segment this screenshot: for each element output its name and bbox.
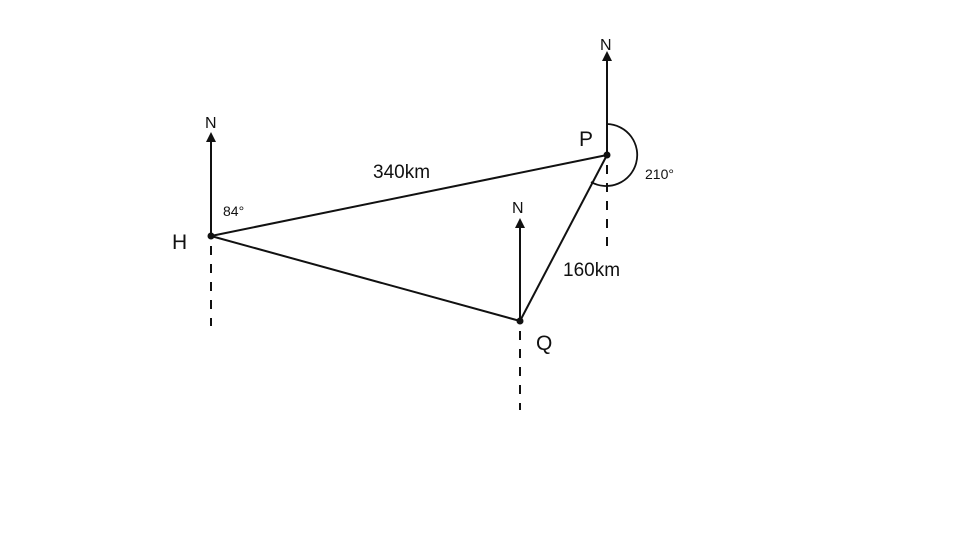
point-q (516, 317, 524, 325)
north-label-p: N (600, 37, 612, 54)
label-p: P (579, 128, 593, 151)
point-h (207, 232, 215, 240)
bearing-arc-p (590, 123, 639, 187)
distance-hp: 340km (373, 162, 430, 183)
north-label-h: N (205, 115, 217, 132)
edge-h-p (210, 154, 608, 237)
distance-pq: 160km (563, 260, 620, 281)
north-label-q: N (512, 200, 524, 217)
bearing-h: 84° (223, 203, 244, 219)
edge-h-q (210, 235, 521, 322)
label-q: Q (536, 332, 552, 355)
bearing-p: 210° (645, 166, 674, 182)
edge-p-q (519, 154, 608, 322)
point-p (603, 151, 611, 159)
label-h: H (172, 231, 187, 254)
